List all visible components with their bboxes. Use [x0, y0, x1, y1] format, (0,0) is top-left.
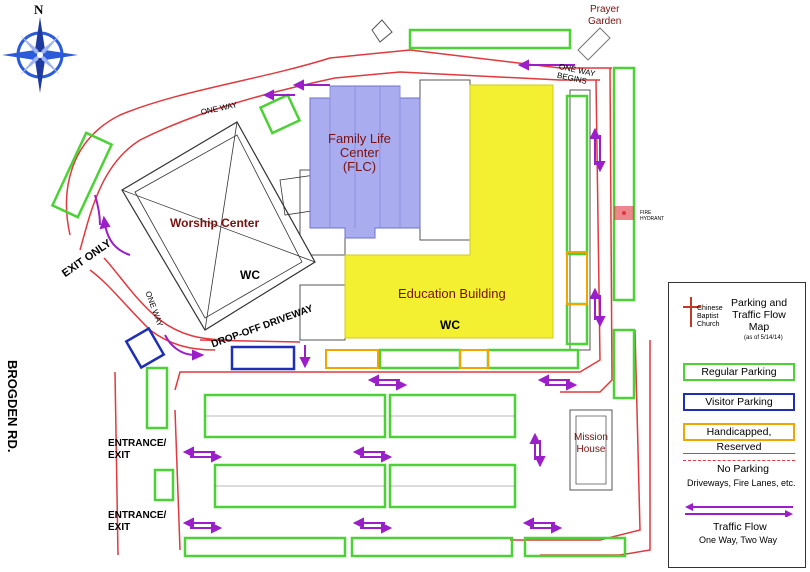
legend: Chinese Baptist Church Parking and Traff…	[668, 282, 806, 568]
education-building	[344, 84, 554, 339]
prayer-garden	[371, 19, 611, 61]
no-parking-lines	[65, 49, 651, 556]
legend-traffic-sub: One Way, Two Way	[699, 535, 778, 545]
building-label-worship: Worship Center	[170, 216, 260, 230]
building-label-education-wc: WC	[440, 318, 460, 332]
worship-center	[121, 121, 319, 331]
building-label-mission: Mission House	[574, 432, 608, 455]
building-label-prayer-garden: Prayer Garden	[588, 4, 622, 27]
family-life-center	[309, 85, 421, 239]
fire-hydrant-label: FIRE HYDRANT	[640, 210, 665, 222]
building-label-flc: Family Life Center (FLC)	[328, 131, 391, 174]
legend-church-name: Chinese Baptist Church	[697, 305, 723, 328]
mission-house	[569, 409, 613, 491]
legend-handicapped: Handicapped, Reserved	[683, 423, 795, 453]
building-label-worship-wc: WC	[240, 268, 260, 282]
parking-stalls	[205, 415, 515, 487]
traffic-arrows	[94, 59, 606, 534]
legend-no-parking-lines	[683, 453, 795, 461]
handicapped-parking	[325, 251, 588, 369]
legend-title: Parking and Traffic Flow Map	[731, 297, 788, 333]
road-label-entrance-exit-2: ENTRANCE/ EXIT	[108, 510, 167, 533]
legend-traffic: Traffic Flow	[713, 521, 767, 533]
road-label-brogden: BROGDEN RD.	[5, 360, 20, 453]
legend-date: (as of 5/14/14)	[744, 335, 783, 341]
road-label-entrance-exit-1: ENTRANCE/ EXIT	[108, 438, 167, 461]
fire-hydrant-icon	[622, 211, 626, 215]
legend-church-logo	[681, 295, 717, 341]
compass-rose	[2, 17, 78, 93]
visitor-parking	[124, 326, 296, 371]
legend-no-parking: No Parking	[717, 463, 769, 475]
building-label-education: Education Building	[398, 286, 506, 301]
legend-regular: Regular Parking	[683, 363, 795, 381]
legend-visitor: Visitor Parking	[683, 393, 795, 411]
compass-north-label: N	[34, 2, 44, 17]
legend-no-parking-sub: Driveways, Fire Lanes, etc.	[687, 478, 796, 488]
legend-traffic-arrows	[685, 503, 793, 517]
